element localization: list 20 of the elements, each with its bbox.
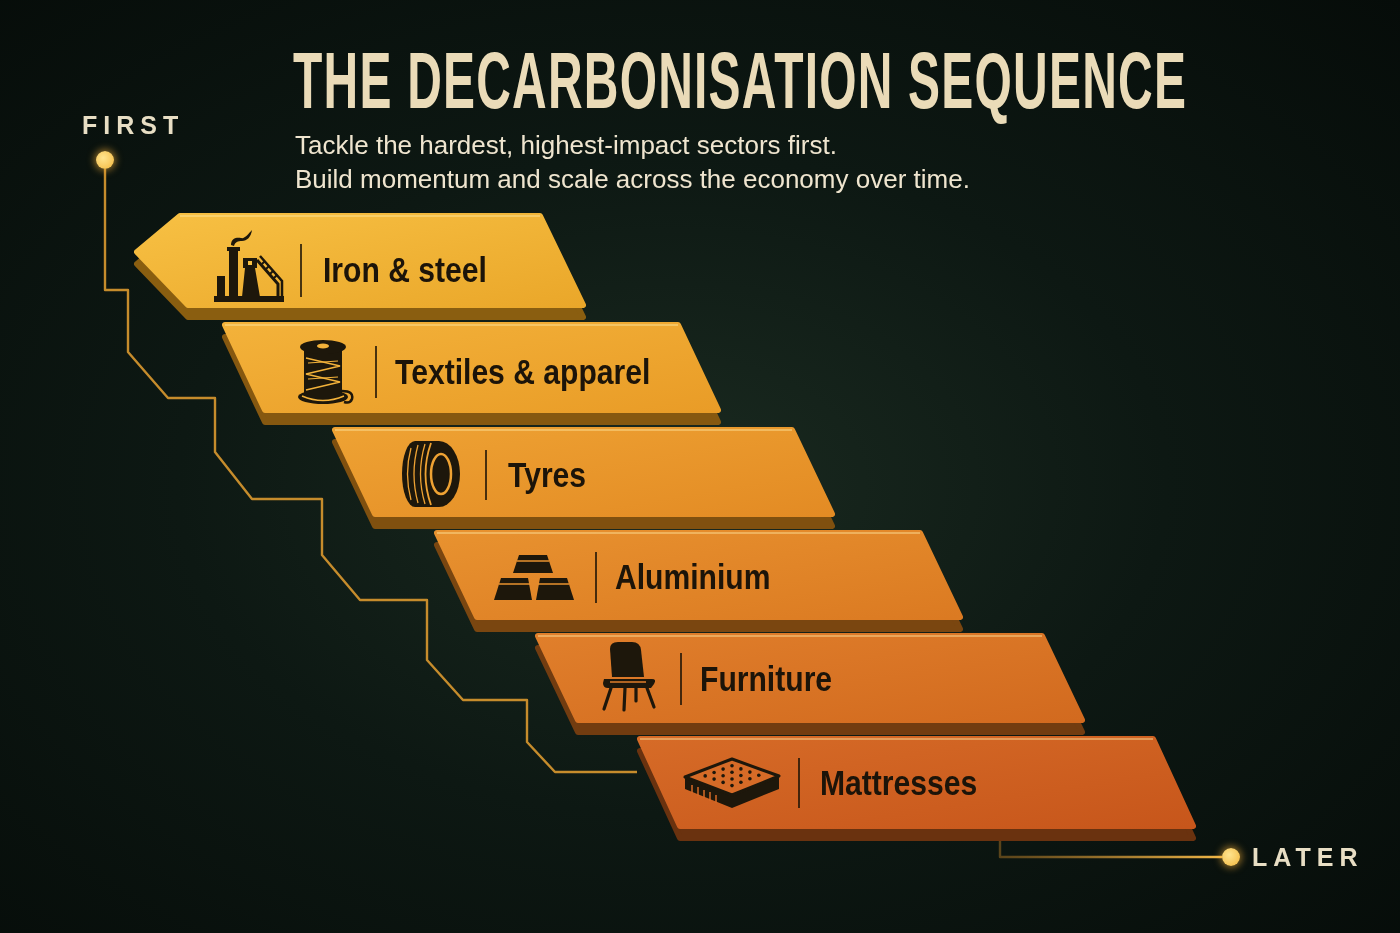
step-bar	[535, 633, 1085, 735]
sector-label: Iron & steel	[323, 250, 487, 290]
subtitle-text: Build momentum and scale across the economy over time.	[295, 164, 970, 194]
sector-label: Textiles & apparel	[395, 352, 651, 392]
step-bar	[134, 213, 586, 320]
timeline-line	[998, 841, 1222, 859]
sector-label: Tyres	[508, 455, 587, 495]
sector-label: Mattresses	[820, 763, 978, 803]
timeline-line	[103, 169, 637, 774]
step-bar	[637, 736, 1196, 841]
timeline-dot	[1222, 848, 1240, 866]
step-bar	[222, 322, 721, 425]
step-bar	[434, 530, 963, 632]
sector-label: Furniture	[700, 659, 833, 699]
sector-label: Aluminium	[615, 557, 771, 597]
timeline-dot	[96, 151, 114, 169]
timeline-label: FIRST	[82, 110, 185, 140]
step-bar	[332, 427, 835, 529]
timeline-label: LATER	[1252, 842, 1364, 872]
subtitle-text: Tackle the hardest, highest-impact sectors first.	[295, 130, 837, 160]
